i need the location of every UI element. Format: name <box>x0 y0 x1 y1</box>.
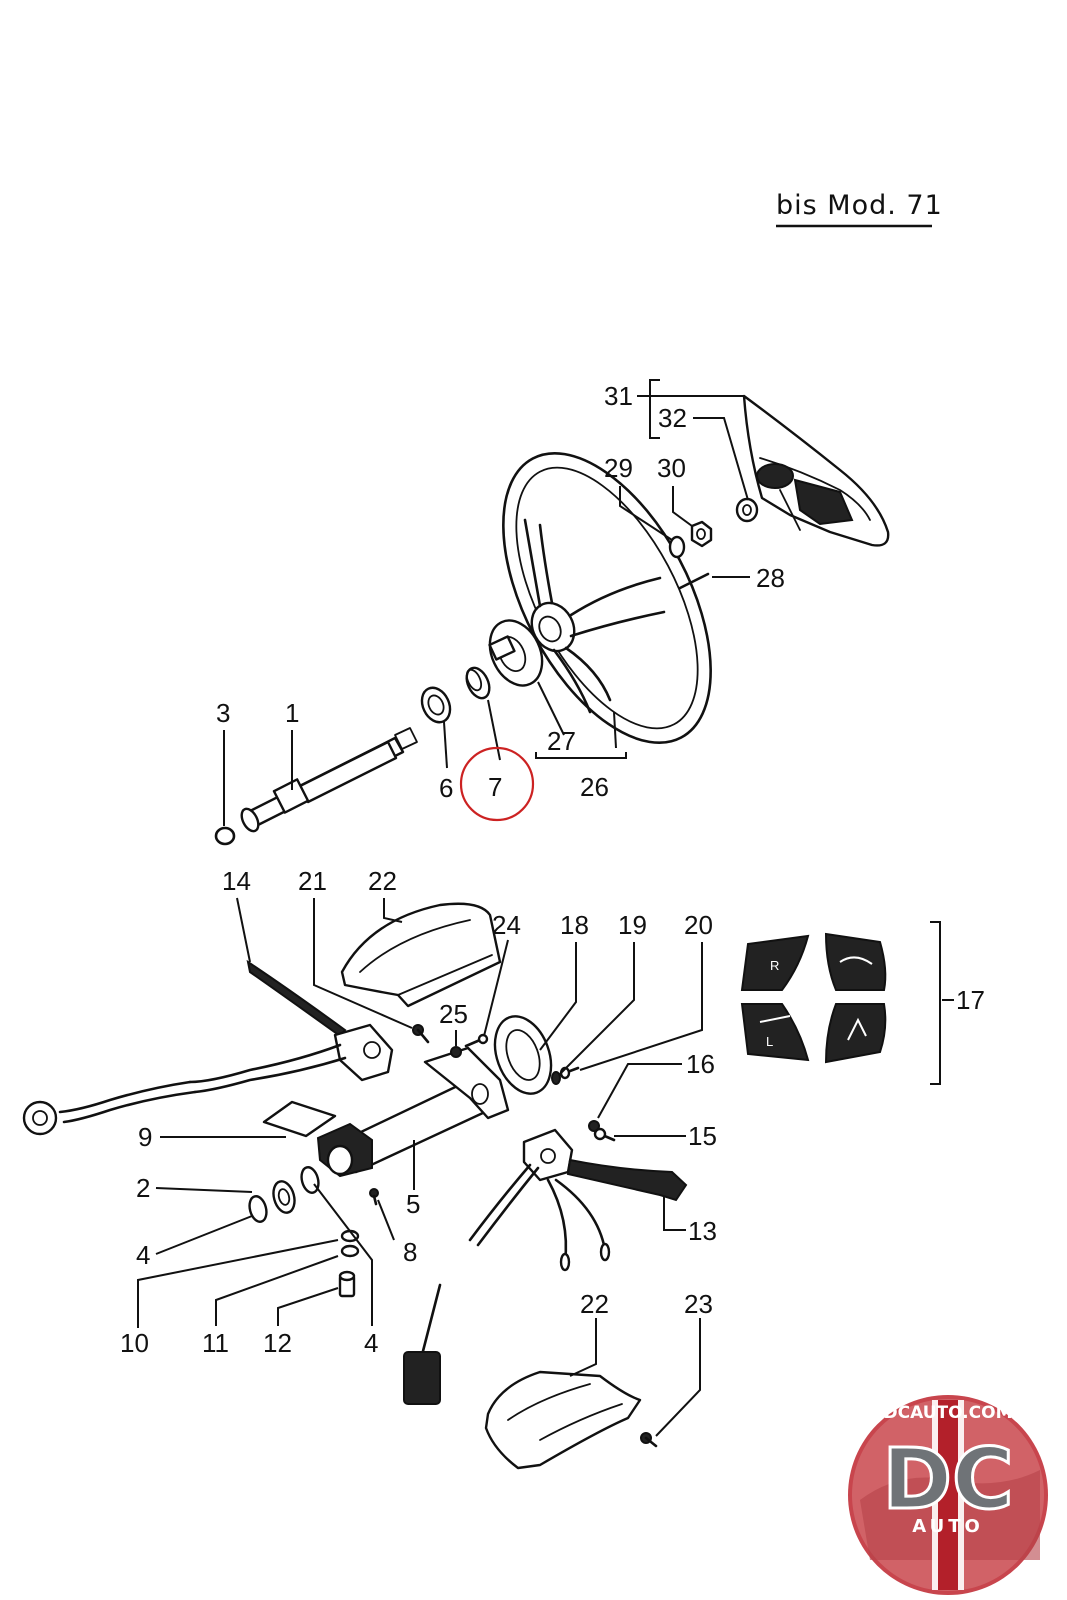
callout-18: 18 <box>560 910 589 940</box>
washer-11 <box>340 1244 360 1258</box>
washer-16 <box>588 1120 600 1132</box>
switch-symbols: R L <box>740 932 887 1064</box>
horn-pad <box>742 394 890 547</box>
callout-22-lower: 22 <box>580 1289 609 1319</box>
callout-1: 1 <box>285 698 299 728</box>
callout-12: 12 <box>263 1328 292 1358</box>
callout-30: 30 <box>657 453 686 483</box>
logo-word: AUTO <box>912 1516 984 1537</box>
column-spring <box>465 666 491 700</box>
callout-17: 17 <box>956 985 985 1015</box>
callout-22-upper: 22 <box>368 866 397 896</box>
logo-website: DCAUTO.COM <box>883 1403 1012 1423</box>
cancel-cam <box>488 619 544 687</box>
lower-shroud <box>484 1370 642 1470</box>
callout-8: 8 <box>403 1237 417 1267</box>
callout-11: 11 <box>202 1328 229 1358</box>
screw-24 <box>464 1033 489 1048</box>
callout-7: 7 <box>488 772 502 802</box>
callout-27: 27 <box>547 726 576 756</box>
callout-31: 31 <box>604 381 633 411</box>
switch-symbol-l: L <box>766 1034 773 1049</box>
callout-19: 19 <box>618 910 647 940</box>
bracket-17 <box>930 921 941 1085</box>
callout-16: 16 <box>686 1049 715 1079</box>
screw-23 <box>640 1432 658 1448</box>
grease-brush <box>403 1283 442 1405</box>
callout-6: 6 <box>439 773 453 803</box>
washer-19 <box>551 1071 561 1085</box>
callout-2: 2 <box>136 1173 150 1203</box>
callout-28: 28 <box>756 563 785 593</box>
switch-ring <box>493 1015 553 1095</box>
callout-21: 21 <box>298 866 327 896</box>
bracket-31 <box>649 379 660 439</box>
callout-23: 23 <box>684 1289 713 1319</box>
model-note: bis Mod. 71 <box>776 190 943 221</box>
callout-25: 25 <box>439 999 468 1029</box>
callout-13: 13 <box>688 1216 717 1246</box>
upper-shroud <box>340 902 502 1008</box>
screw-8 <box>369 1188 379 1206</box>
steering-shaft <box>240 727 418 833</box>
callout-24: 24 <box>492 910 521 940</box>
contact-pad <box>262 1100 337 1138</box>
leader-lines <box>137 395 954 1437</box>
callout-4-right: 4 <box>364 1328 378 1358</box>
callout-9: 9 <box>138 1122 152 1152</box>
wiper-switch <box>468 1128 688 1272</box>
callout-32: 32 <box>658 403 687 433</box>
bearing-set <box>248 1166 320 1223</box>
bolt-12 <box>338 1270 356 1298</box>
dcauto-logo: DCAUTO.COM DC AUTO <box>848 1395 1048 1595</box>
turn-signal-switch <box>188 959 394 1094</box>
contact-pin <box>678 572 710 590</box>
callout-20: 20 <box>684 910 713 940</box>
callout-10: 10 <box>120 1328 149 1358</box>
horn-nut <box>735 497 759 523</box>
logo-initials: DC <box>882 1430 1013 1528</box>
callout-3: 3 <box>216 698 230 728</box>
highlight-circle <box>459 746 535 822</box>
wheel-nut <box>690 520 713 548</box>
callout-4-left: 4 <box>136 1240 150 1270</box>
washer-25 <box>450 1046 462 1058</box>
column-tube <box>316 1046 510 1178</box>
callout-14: 14 <box>222 866 251 896</box>
switch-symbol-r: R <box>770 958 779 973</box>
callout-15: 15 <box>688 1121 717 1151</box>
circlip <box>214 826 236 846</box>
callout-29: 29 <box>604 453 633 483</box>
column-bearing <box>420 686 452 724</box>
lock-washer <box>668 535 686 559</box>
screw-21 <box>412 1024 430 1044</box>
callout-26: 26 <box>580 772 609 802</box>
callout-numbers: 31 32 29 30 28 3 1 27 6 7 26 14 21 22 24… <box>120 381 985 1358</box>
callout-5: 5 <box>406 1189 420 1219</box>
bracket-26 <box>535 752 627 759</box>
screw-15 <box>593 1127 616 1142</box>
horn-wire <box>22 1080 197 1136</box>
